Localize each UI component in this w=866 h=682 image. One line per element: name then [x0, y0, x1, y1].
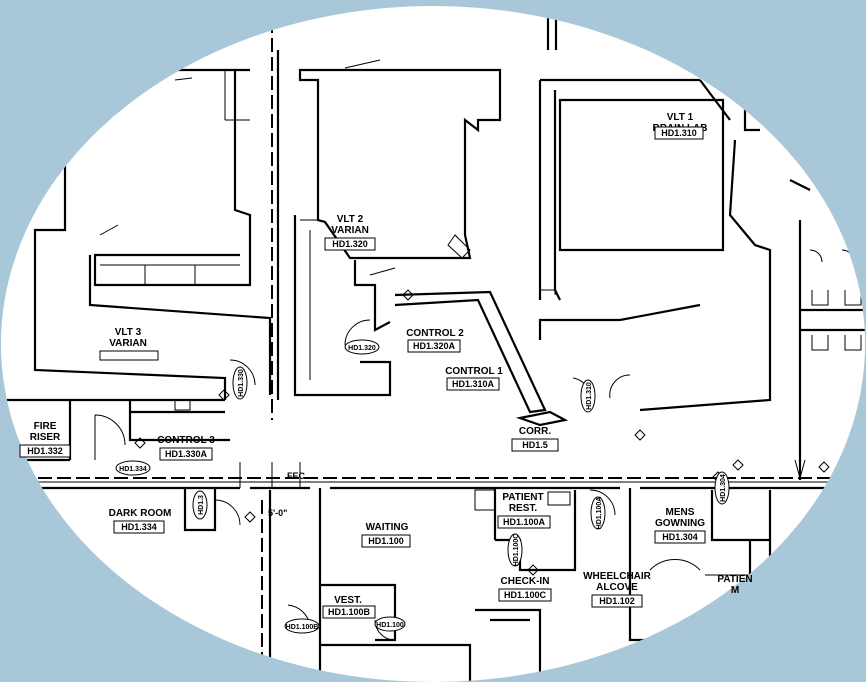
svg-text:HD1.5: HD1.5: [522, 440, 548, 450]
tag-box: [324, 237, 376, 251]
svg-text:REST.: REST.: [509, 503, 538, 514]
tag-box: [446, 377, 500, 391]
svg-text:CORR.: CORR.: [519, 426, 551, 437]
room-wheelchair-alcove: WHEELCHAIR ALCOVE HD1.102: [583, 571, 652, 608]
svg-text:VLT 3: VLT 3: [115, 327, 142, 338]
svg-text:DARK ROOM: DARK ROOM: [109, 508, 172, 519]
vlt3-wall-inner: [93, 70, 252, 287]
tag-box: [99, 350, 159, 361]
svg-text:HD1.100A: HD1.100A: [503, 517, 546, 527]
svg-text:FIRE: FIRE: [34, 421, 57, 432]
svg-text:CONTROL 2: CONTROL 2: [406, 328, 464, 339]
room-vestibule: VEST. HD1.100B: [322, 595, 376, 619]
svg-text:MENS: MENS: [666, 507, 695, 518]
svg-text:HD1.334: HD1.334: [121, 522, 157, 532]
room-corridor: CORR. HD1.5: [511, 426, 559, 452]
room-patient-rest: PATIENT REST. HD1.100A: [497, 492, 551, 529]
svg-text:RISER: RISER: [30, 432, 61, 443]
svg-text:HD1.310: HD1.310: [661, 128, 697, 138]
svg-text:ALCOVE: ALCOVE: [596, 582, 638, 593]
svg-text:CONTROL 1: CONTROL 1: [445, 366, 503, 377]
svg-text:HD1.100A: HD1.100A: [596, 497, 603, 530]
room-vlt3: VLT 3 VARIAN: [99, 327, 159, 361]
svg-text:HD1.310A: HD1.310A: [452, 379, 495, 389]
svg-text:VLT 2: VLT 2: [337, 214, 364, 225]
svg-text:PATIENT: PATIENT: [502, 492, 543, 503]
tag-box: [407, 339, 461, 353]
svg-text:HD1.320A: HD1.320A: [413, 341, 456, 351]
svg-text:HD1.100: HD1.100: [368, 536, 404, 546]
svg-text:HD1.304: HD1.304: [662, 532, 698, 542]
svg-text:HD1.332: HD1.332: [27, 446, 63, 456]
tag-box: [498, 588, 552, 602]
room-vlt2: VLT 2 VARIAN HD1.320: [324, 214, 376, 251]
svg-text:HD1.100: HD1.100: [376, 622, 404, 629]
room-control1: CONTROL 1 HD1.310A: [445, 366, 503, 391]
svg-text:HD1.334: HD1.334: [119, 466, 147, 473]
vlt2-wall: [298, 68, 502, 260]
door-tags: HD1.320 HD1.334 HD1.100B HD1.100 HD1.330…: [115, 339, 730, 634]
tag-box: [654, 530, 706, 544]
svg-text:VEST.: VEST.: [334, 595, 362, 606]
svg-text:HD1.320: HD1.320: [348, 345, 376, 352]
svg-text:HD1.3: HD1.3: [198, 495, 205, 515]
room-patient-partial: PATIEN M: [717, 574, 752, 596]
svg-text:HD1.100B: HD1.100B: [286, 624, 319, 631]
room-dark-room: DARK ROOM HD1.334: [109, 508, 172, 534]
room-mens-gowning: MENS GOWNING HD1.304: [654, 507, 706, 544]
svg-text:HD1.320: HD1.320: [332, 239, 368, 249]
dimension-label: 5'-0": [268, 508, 287, 518]
svg-text:CHECK-IN: CHECK-IN: [501, 576, 550, 587]
tag-box: [497, 515, 551, 529]
fec-label: FEC: [287, 471, 306, 481]
room-check-in: CHECK-IN HD1.100C: [498, 576, 552, 602]
room-control3: CONTROL 3 HD1.330A: [157, 435, 215, 461]
tag-box: [591, 594, 643, 608]
svg-text:HD1.310: HD1.310: [586, 382, 593, 410]
svg-text:HD1.330: HD1.330: [238, 369, 245, 397]
tag-box: [19, 444, 71, 458]
svg-text:GOWNING: GOWNING: [655, 518, 705, 529]
svg-text:WHEELCHAIR: WHEELCHAIR: [583, 571, 652, 582]
svg-text:PATIEN: PATIEN: [717, 574, 752, 585]
svg-text:CONTROL 3: CONTROL 3: [157, 435, 215, 446]
svg-text:HD1.100C: HD1.100C: [513, 534, 520, 567]
tag-box: [159, 447, 213, 461]
tag-box: [322, 605, 376, 619]
tag-box: [113, 520, 165, 534]
tag-box: [361, 534, 411, 548]
svg-text:HD1.100B: HD1.100B: [328, 607, 371, 617]
tag-box: [511, 438, 559, 452]
room-fire-riser: FIRE RISER HD1.332: [19, 421, 71, 458]
svg-text:HD1.330A: HD1.330A: [165, 449, 208, 459]
svg-text:HD1.100C: HD1.100C: [504, 590, 547, 600]
tag-box: [654, 126, 704, 140]
svg-text:VARIAN: VARIAN: [331, 225, 369, 236]
svg-text:HD1.102: HD1.102: [599, 596, 635, 606]
room-vlt1: VLT 1 BRAIN LAB HD1.310: [653, 112, 708, 140]
svg-text:VLT 1: VLT 1: [667, 112, 694, 123]
room-control2: CONTROL 2 HD1.320A: [406, 328, 464, 353]
room-waiting: WAITING HD1.100: [361, 522, 411, 548]
svg-text:M: M: [731, 585, 739, 596]
svg-text:VARIAN: VARIAN: [109, 338, 147, 349]
svg-text:WAITING: WAITING: [366, 522, 409, 533]
svg-text:HD1.304: HD1.304: [720, 474, 727, 502]
